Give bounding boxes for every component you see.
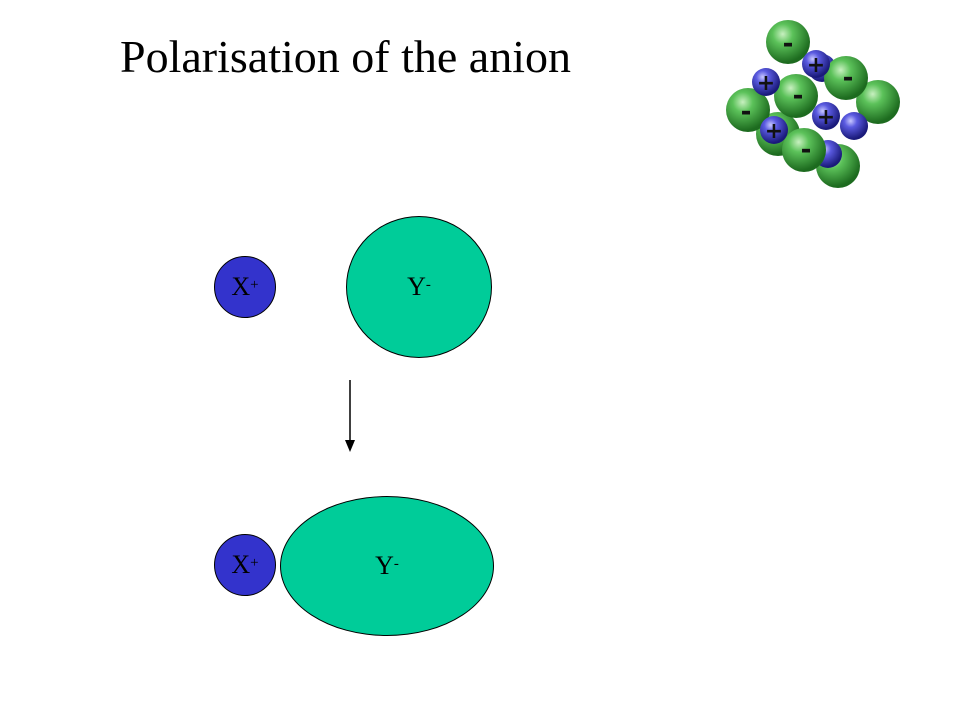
cation-bottom: X+ <box>214 534 276 596</box>
lattice-sign: - <box>783 29 794 59</box>
cation-symbol: X <box>231 550 251 579</box>
anion-charge: - <box>393 555 399 572</box>
ionic-lattice-icon: - + - + - - + + - <box>726 20 900 188</box>
cation-charge: + <box>250 554 259 571</box>
anion-symbol: Y <box>375 551 394 580</box>
cation-charge: + <box>250 276 259 293</box>
lattice-anion-sphere <box>766 20 810 64</box>
lattice-sign: - <box>741 97 752 127</box>
lattice-sign: - <box>843 63 854 93</box>
lattice-sign: + <box>765 119 783 144</box>
anion-symbol: Y <box>407 272 426 301</box>
lattice-sign: + <box>817 105 835 130</box>
lattice-cation-sphere <box>752 68 780 96</box>
lattice-anion-sphere <box>824 56 868 100</box>
cation-symbol: X <box>231 272 251 301</box>
lattice-anion-sphere <box>726 88 770 132</box>
lattice-anion-sphere <box>782 128 826 172</box>
lattice-cation-sphere <box>760 116 788 144</box>
lattice-anion-sphere <box>774 74 818 118</box>
cation-top: X+ <box>214 256 276 318</box>
lattice-anion-sphere <box>856 80 900 124</box>
lattice-sign: - <box>801 135 812 165</box>
anion-top: Y- <box>346 216 492 358</box>
anion-bottom-polarised: Y- <box>280 496 494 636</box>
lattice-cation-sphere <box>802 50 830 78</box>
lattice-sign: + <box>757 71 775 96</box>
slide-title: Polarisation of the anion <box>120 31 571 82</box>
lattice-sign: + <box>807 53 825 78</box>
lattice-cation-sphere <box>840 112 868 140</box>
anion-charge: - <box>425 276 431 293</box>
lattice-sign: - <box>793 81 804 111</box>
lattice-cation-sphere <box>812 102 840 130</box>
